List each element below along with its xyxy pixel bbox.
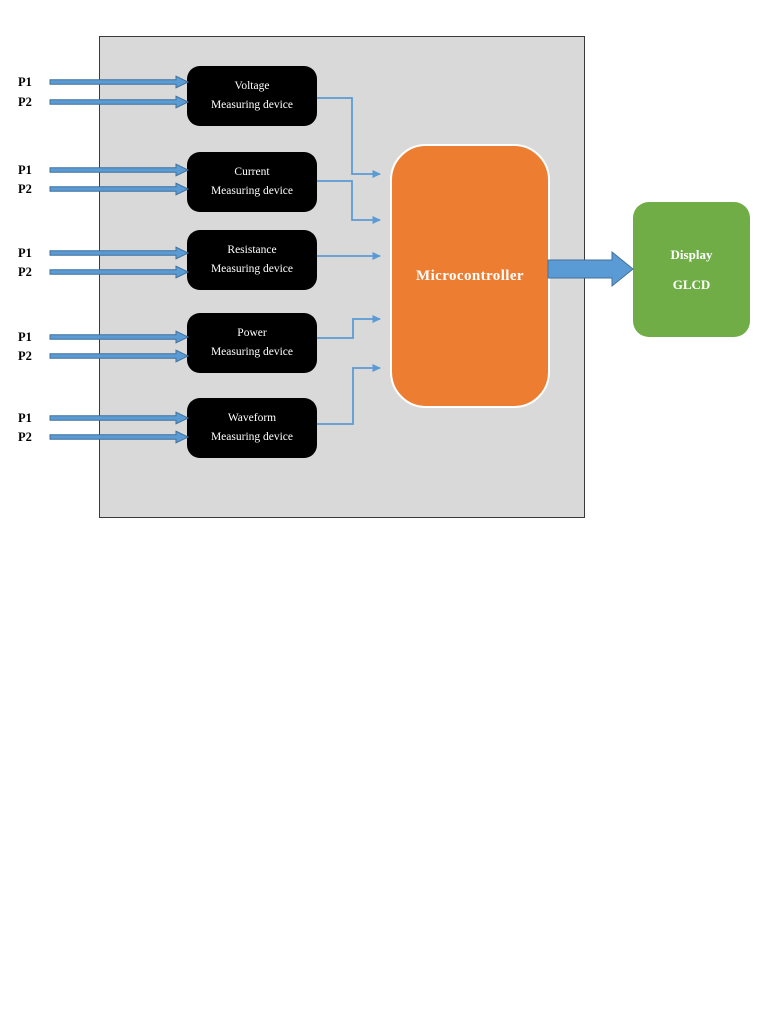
device-name: Voltage	[234, 80, 270, 93]
input-label-p1-waveform: P1	[18, 411, 32, 425]
input-label-p1-resistance: P1	[18, 246, 32, 260]
input-label-p1-current: P1	[18, 163, 32, 177]
device-box-voltage: Voltage Measuring device	[187, 66, 317, 126]
device-subtitle: Measuring device	[210, 99, 294, 111]
device-name: Resistance	[227, 244, 277, 257]
device-box-power: Power Measuring device	[187, 313, 317, 373]
device-subtitle: Measuring device	[210, 263, 294, 275]
microcontroller-box: Microcontroller	[390, 144, 550, 408]
display-glcd-box: Display GLCD	[633, 202, 750, 337]
device-box-resistance: Resistance Measuring device	[187, 230, 317, 290]
input-label-p1-power: P1	[18, 330, 32, 344]
device-box-current: Current Measuring device	[187, 152, 317, 212]
device-subtitle: Measuring device	[210, 185, 294, 197]
device-name: Waveform	[227, 412, 277, 425]
display-subtitle: GLCD	[672, 276, 711, 292]
input-label-p2-current: P2	[18, 182, 32, 196]
device-subtitle: Measuring device	[210, 346, 294, 358]
input-label-p2-waveform: P2	[18, 430, 32, 444]
microcontroller-label: Microcontroller	[416, 267, 524, 284]
input-label-p2-voltage: P2	[18, 95, 32, 109]
device-name: Current	[234, 166, 270, 179]
device-box-waveform: Waveform Measuring device	[187, 398, 317, 458]
device-subtitle: Measuring device	[210, 431, 294, 443]
device-name: Power	[237, 327, 267, 340]
input-label-p1-voltage: P1	[18, 75, 32, 89]
input-label-p2-resistance: P2	[18, 265, 32, 279]
input-label-p2-power: P2	[18, 349, 32, 363]
display-title: Display	[670, 246, 713, 262]
